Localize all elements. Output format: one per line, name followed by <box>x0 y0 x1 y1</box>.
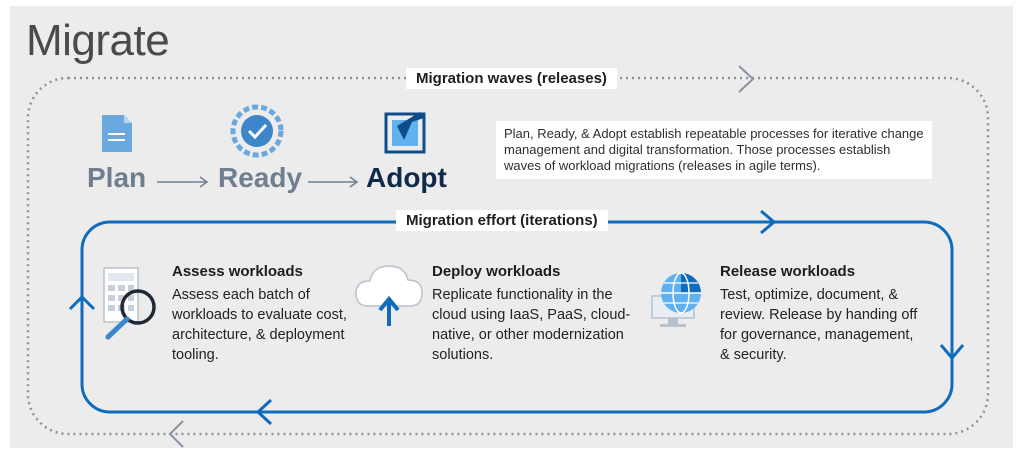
page-title: Migrate <box>26 16 170 65</box>
effort-left-arrow <box>68 294 96 311</box>
plan-to-ready-arrow <box>157 176 209 188</box>
stage-plan-label: Plan <box>87 162 147 193</box>
globe-monitor-icon <box>651 272 701 327</box>
deploy-arrow-icon <box>384 112 426 154</box>
waves-forward-arrow <box>738 65 755 93</box>
release-step: Release workloads Test, optimize, docume… <box>720 263 925 365</box>
checkmark-gear-icon <box>230 104 284 158</box>
effort-bottom-arrow <box>255 398 273 426</box>
waves-label: Migration waves (releases) <box>406 68 617 89</box>
stage-ready-label: Ready <box>218 162 303 193</box>
assess-step-title: Assess workloads <box>172 263 303 280</box>
waves-back-arrow <box>168 420 184 448</box>
deploy-step: Deploy workloads Replicate functionality… <box>432 263 632 365</box>
deploy-step-body: Replicate functionality in the cloud usi… <box>432 287 631 363</box>
stage-adopt-label: Adopt <box>366 162 447 193</box>
cloud-upload-icon <box>355 265 423 326</box>
release-step-title: Release workloads <box>720 263 856 280</box>
document-icon <box>102 115 132 152</box>
effort-label: Migration effort (iterations) <box>396 210 608 231</box>
effort-top-arrow <box>760 209 777 235</box>
release-step-body: Test, optimize, document, & review. Rele… <box>720 287 918 363</box>
process-description: Plan, Ready, & Adopt establish repeatabl… <box>496 121 932 179</box>
effort-right-arrow <box>939 344 965 361</box>
calculator-magnifier-icon <box>103 267 156 340</box>
deploy-step-title: Deploy workloads <box>432 263 561 280</box>
ready-to-adopt-arrow <box>308 176 359 188</box>
assess-step-body: Assess each batch of workloads to evalua… <box>172 287 347 363</box>
assess-step: Assess workloads Assess each batch of wo… <box>172 263 347 365</box>
